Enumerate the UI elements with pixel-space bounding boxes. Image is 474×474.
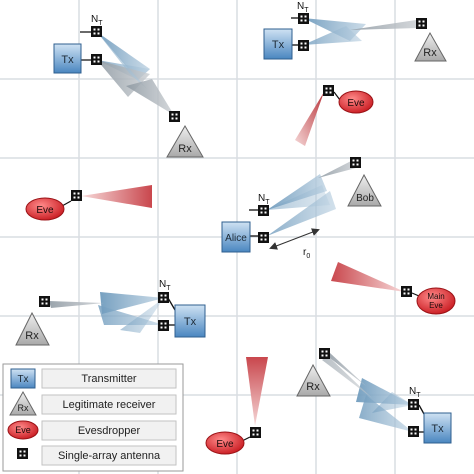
bob-label: Bob <box>356 193 374 204</box>
beam <box>372 392 413 413</box>
legend-label-box <box>41 368 177 389</box>
legend: Tx Transmitter Rx Legitimate receiver Ev… <box>2 363 184 472</box>
beam <box>120 298 164 333</box>
antenna-icon <box>319 348 330 359</box>
scene-center-alice-bob: Alice NT Bob r0 <box>221 157 382 260</box>
eve-beam <box>295 92 324 146</box>
beam <box>326 353 366 386</box>
antenna-icon <box>258 205 269 216</box>
antenna-icon <box>350 157 361 168</box>
eve-ellipse <box>205 431 245 455</box>
rx-label: Rx <box>423 47 437 59</box>
bob-triangle <box>347 173 382 207</box>
beam <box>318 160 356 178</box>
beam <box>350 20 418 30</box>
beam <box>100 292 164 314</box>
legend-label-box <box>41 445 177 466</box>
alice-box <box>221 221 251 253</box>
beam <box>303 26 362 45</box>
legend-symbol-eve: Eve <box>15 425 31 435</box>
legend-label-eavesdropper: Evesdropper <box>78 425 141 437</box>
nt-label: NT <box>258 193 270 206</box>
eavesdropper-left: Eve <box>25 185 152 221</box>
scene-middle-left: Tx NT Rx <box>15 279 206 346</box>
eve-label: Eve <box>347 98 365 109</box>
scene-top-left: Tx NT Rx <box>53 14 204 158</box>
receiver-triangle <box>15 311 50 346</box>
r0-label: r0 <box>303 247 310 260</box>
antenna-icon <box>169 111 180 122</box>
rx-label: Rx <box>25 330 39 342</box>
main-eve-label-line2: Eve <box>429 301 443 310</box>
main-eavesdropper: Main Eve <box>331 262 456 315</box>
antenna-icon <box>91 26 102 37</box>
tx-box-icon <box>10 368 36 389</box>
eve-ellipse <box>416 287 456 315</box>
antenna-icon <box>401 286 412 297</box>
transmitter-box <box>423 412 452 444</box>
receiver-triangle <box>166 125 204 158</box>
main-eve-label-line1: Main <box>427 292 444 301</box>
receiver-triangle <box>296 363 331 397</box>
nt-label: NT <box>91 14 103 27</box>
antenna-icon <box>71 190 82 201</box>
distance-arrow <box>269 228 320 250</box>
eve-label: Eve <box>216 439 234 450</box>
rx-label: Rx <box>306 381 320 393</box>
legend-symbol-rx: Rx <box>18 403 29 413</box>
scene-top-right: Tx NT Rx <box>263 1 447 62</box>
legend-label-box <box>41 420 177 441</box>
rx-triangle-icon <box>9 390 37 416</box>
antenna-icon <box>408 426 419 437</box>
tx-label: Tx <box>184 316 197 328</box>
beam <box>49 301 104 308</box>
receiver-triangle <box>414 31 447 62</box>
tx-label: Tx <box>431 423 444 435</box>
nt-label: NT <box>159 279 171 292</box>
beam <box>97 32 148 90</box>
transmitter-box <box>263 28 293 60</box>
eavesdropper-bottom: Eve <box>205 357 268 455</box>
transmitter-box <box>53 43 82 74</box>
beam <box>322 356 372 398</box>
antenna-icon <box>408 399 419 410</box>
eve-beam <box>246 357 268 426</box>
antenna-icon <box>258 232 269 243</box>
nt-label: NT <box>297 1 309 14</box>
nt-label: NT <box>409 386 421 399</box>
beam <box>359 395 413 432</box>
eve-ellipse-icon <box>7 420 39 440</box>
antenna-icon <box>250 427 261 438</box>
antenna-icon <box>298 40 309 51</box>
antenna-icon <box>39 296 50 307</box>
legend-label-box <box>41 394 177 415</box>
eve-ellipse <box>338 90 374 114</box>
eavesdropper-top-right: Eve <box>295 85 374 146</box>
rx-label: Rx <box>178 143 192 155</box>
antenna-icon <box>17 448 28 459</box>
antenna-icon <box>323 85 334 96</box>
alice-label: Alice <box>225 233 247 244</box>
antenna-icon <box>158 320 169 331</box>
scene-bottom-right: Tx NT Rx <box>296 348 452 444</box>
eve-beam <box>81 185 152 208</box>
legend-label-transmitter: Transmitter <box>81 373 137 385</box>
tx-label: Tx <box>61 54 74 66</box>
beam <box>126 79 174 115</box>
antenna-icon <box>298 13 309 24</box>
eve-ellipse <box>25 197 65 221</box>
legend-label-receiver: Legitimate receiver <box>63 399 156 411</box>
eve-beam <box>331 262 405 292</box>
tx-label: Tx <box>272 39 285 51</box>
beam <box>267 174 327 210</box>
antenna-icon <box>91 54 102 65</box>
legend-symbol-tx: Tx <box>17 374 28 385</box>
legend-label-antenna: Single-array antenna <box>58 450 161 462</box>
eve-label: Eve <box>36 205 54 216</box>
antenna-icon <box>158 292 169 303</box>
beam <box>267 185 330 210</box>
antenna-icon <box>416 18 427 29</box>
transmitter-box <box>174 304 206 338</box>
